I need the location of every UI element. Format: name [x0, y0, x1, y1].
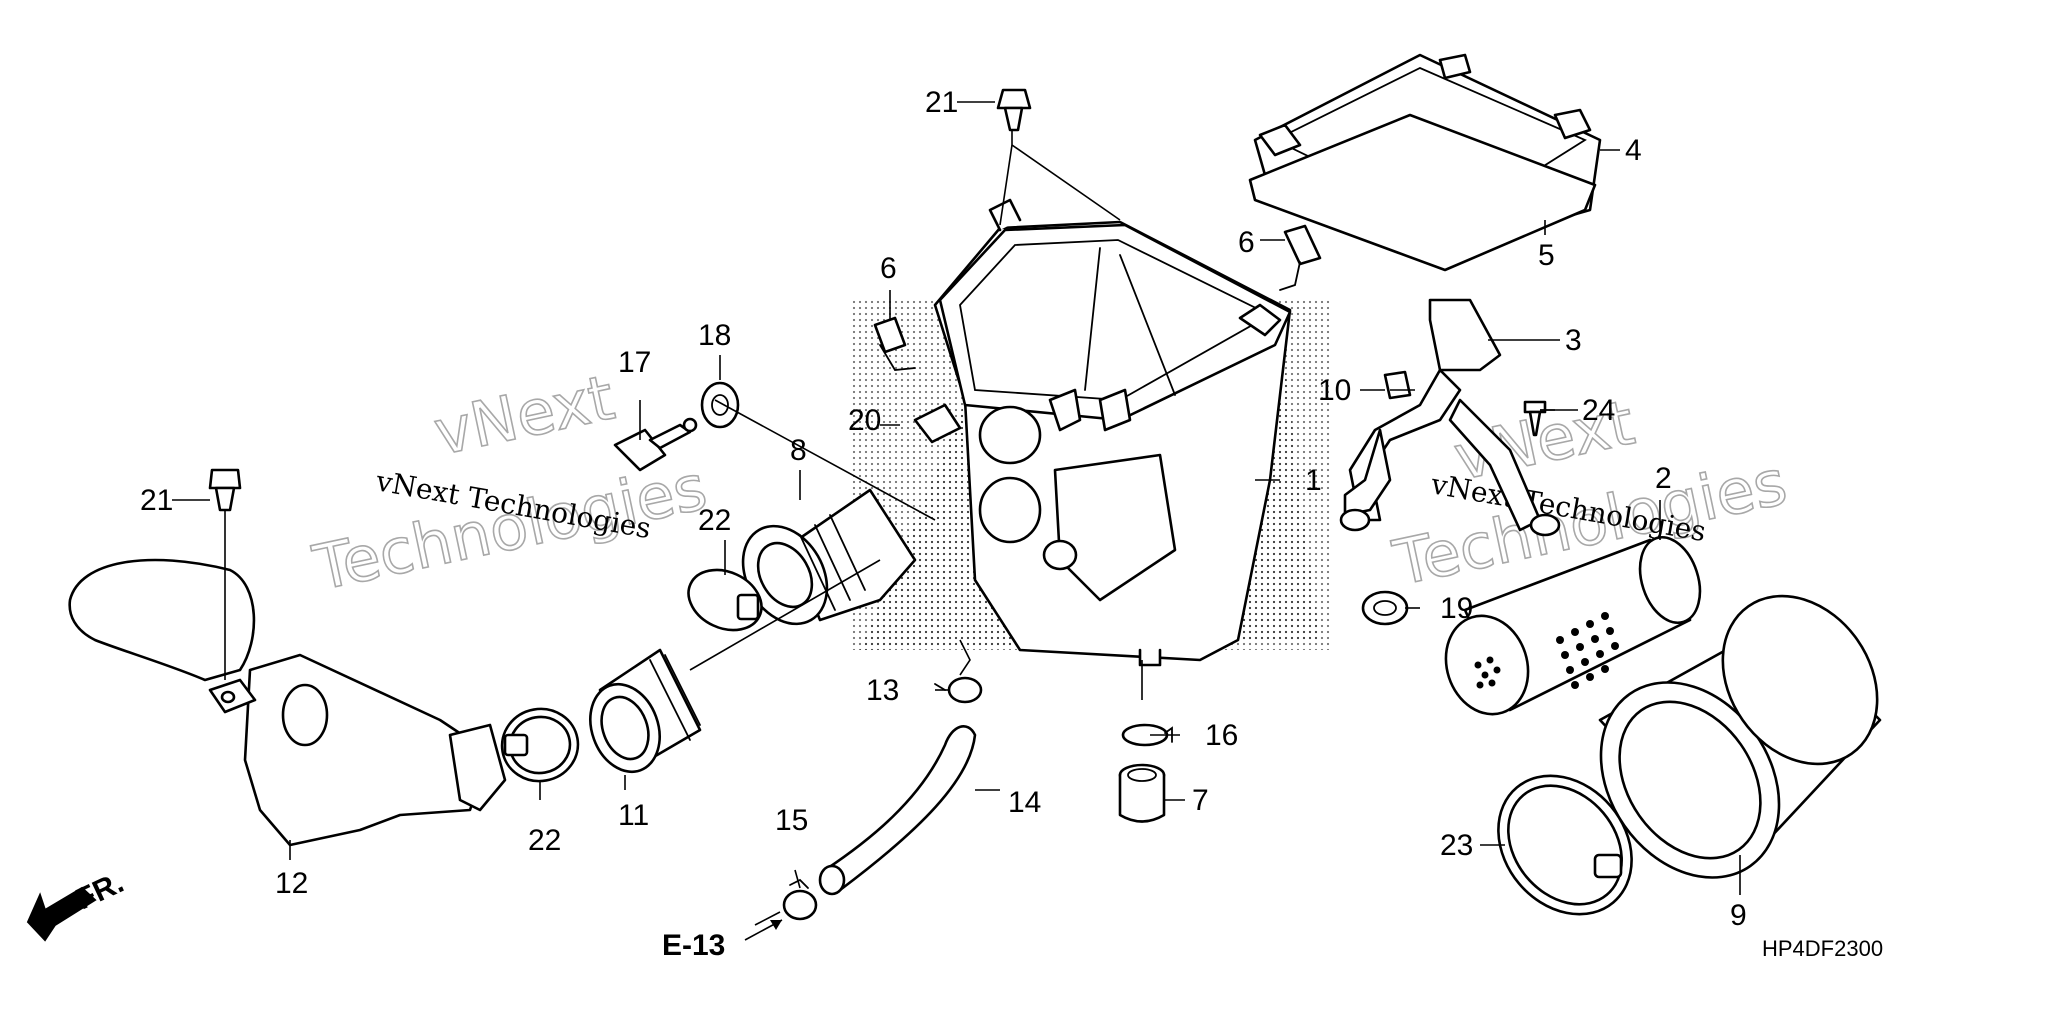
callout-16: 16 — [1205, 719, 1238, 752]
callout-15: 15 — [775, 804, 808, 837]
bolt-21-left — [208, 468, 242, 512]
callout-9: 9 — [1730, 899, 1747, 932]
clip-6-left — [873, 316, 916, 371]
grommet-7 — [1118, 763, 1166, 823]
callout-2: 2 — [1655, 462, 1672, 495]
callout-14: 14 — [1008, 786, 1041, 819]
filter-element — [1444, 535, 1702, 716]
callout-22-upper: 22 — [698, 504, 731, 537]
callout-4: 4 — [1625, 134, 1642, 167]
connecting-tube — [741, 488, 917, 626]
watermark-brand-bottom: Technologies — [307, 450, 713, 604]
label-stubs — [172, 101, 1578, 846]
clip-6-right — [1279, 224, 1322, 291]
callout-21-top: 21 — [925, 86, 958, 119]
callout-6-right: 6 — [1238, 226, 1255, 259]
callout-5: 5 — [1538, 239, 1555, 272]
reference-label: E-13 — [662, 929, 725, 962]
callout-21-left: 21 — [140, 484, 173, 517]
callout-22-lower: 22 — [528, 824, 561, 857]
callout-10: 10 — [1318, 374, 1351, 407]
callout-3: 3 — [1565, 324, 1582, 357]
callout-11: 11 — [618, 799, 649, 832]
inlet-joint — [589, 648, 702, 774]
callout-24: 24 — [1582, 394, 1615, 427]
drain-tube-14 — [818, 725, 977, 896]
clip-16 — [1121, 723, 1173, 747]
arrow-icon — [26, 886, 97, 942]
callout-12: 12 — [275, 867, 308, 900]
watermark-left: vNext Technologies vNext Technologies — [306, 360, 713, 606]
front-direction-arrow: FR. — [26, 866, 129, 942]
grommet-18 — [700, 381, 740, 429]
callout-6-left: 6 — [880, 252, 897, 285]
callout-13: 13 — [866, 674, 899, 707]
diagram-code: HP4DF2300 — [1762, 936, 1883, 961]
clip-13 — [934, 676, 983, 704]
clip-10 — [1383, 370, 1412, 400]
callout-8: 8 — [790, 434, 807, 467]
washer-19 — [1361, 590, 1409, 626]
bracket-20 — [913, 403, 962, 444]
air-cleaner-housing — [933, 198, 1292, 667]
watermark-brand-top: vNext — [428, 361, 620, 470]
callout-23: 23 — [1440, 829, 1473, 862]
sensor-17 — [613, 417, 698, 472]
callout-19: 19 — [1440, 592, 1473, 625]
callout-18: 18 — [698, 319, 731, 352]
air-inlet-duct — [68, 558, 507, 847]
clip-15 — [782, 878, 818, 921]
callout-labels: 1 2 3 4 5 6 6 7 8 9 10 11 12 13 14 15 16… — [140, 86, 1747, 932]
callout-20: 20 — [848, 404, 881, 437]
tube-band-upper — [687, 568, 763, 632]
callout-7: 7 — [1192, 784, 1209, 817]
filter-foam — [1598, 594, 1882, 879]
filter-band — [1497, 774, 1633, 916]
housing-bracket — [1339, 298, 1561, 537]
reference-e13: E-13 — [662, 919, 783, 962]
leader-lines — [224, 130, 1741, 926]
cover-gasket — [1248, 113, 1597, 272]
bolt-21-top — [996, 88, 1032, 132]
joint-band-lower — [500, 707, 580, 783]
callout-1: 1 — [1305, 464, 1322, 497]
callout-17: 17 — [618, 346, 651, 379]
